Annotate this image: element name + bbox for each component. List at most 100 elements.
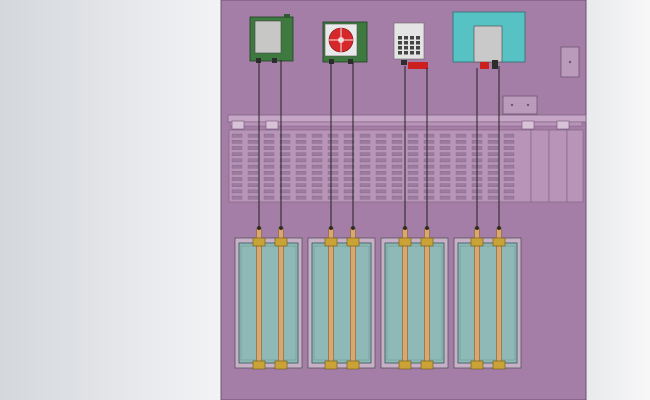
tank-3[interactable]: [380, 237, 449, 369]
keypad-key: [410, 46, 414, 50]
slot: [311, 158, 323, 163]
slot: [263, 177, 275, 181]
slot: [327, 195, 339, 200]
tank-4[interactable]: [453, 237, 522, 369]
slot: [359, 183, 371, 187]
keypad-unit[interactable]: [393, 22, 428, 69]
mounting-rail-lower: [229, 121, 583, 127]
slot: [231, 164, 243, 169]
keypad-key: [404, 41, 408, 45]
slot: [503, 183, 515, 187]
terminal-block[interactable]: [502, 95, 538, 115]
slot: [247, 189, 259, 194]
slot: [343, 152, 355, 156]
slot: [407, 164, 419, 169]
slot: [359, 152, 371, 156]
slot: [359, 189, 371, 194]
slot: [375, 177, 387, 181]
slot: [295, 146, 307, 150]
teal-power-supply[interactable]: [452, 11, 526, 69]
slot: [487, 171, 499, 175]
slot: [503, 158, 515, 163]
slot: [487, 158, 499, 163]
keypad-key: [404, 46, 408, 50]
slot: [503, 171, 515, 175]
green-controller-box[interactable]: [249, 14, 294, 63]
slot: [279, 177, 291, 181]
slot: [423, 164, 435, 169]
slot: [375, 140, 387, 144]
slot: [375, 164, 387, 169]
slot: [231, 195, 243, 200]
slot: [263, 195, 275, 200]
slot: [407, 140, 419, 144]
slot: [375, 195, 387, 200]
slot: [391, 146, 403, 150]
slot: [279, 189, 291, 194]
slot: [359, 195, 371, 200]
tank-2[interactable]: [307, 237, 376, 369]
heater-tube: [402, 227, 408, 369]
slot: [439, 171, 451, 175]
slot: [247, 133, 259, 138]
slot: [487, 195, 499, 200]
slot: [455, 152, 467, 156]
slot: [375, 133, 387, 138]
keypad-key: [398, 51, 402, 55]
slot: [231, 140, 243, 144]
slot: [423, 183, 435, 187]
heater-tube: [474, 227, 480, 369]
slot: [311, 189, 323, 194]
slot: [263, 140, 275, 144]
slot: [247, 171, 259, 175]
slot: [279, 195, 291, 200]
slot: [279, 164, 291, 169]
slot: [231, 158, 243, 163]
slot: [423, 152, 435, 156]
tank-inner-edge: [240, 245, 297, 361]
tank-inner-edge: [386, 245, 443, 361]
keypad-key: [404, 36, 408, 40]
keypad-key: [416, 46, 420, 50]
bottom-clamp: [252, 360, 266, 370]
top-clamp: [346, 237, 360, 247]
fan-unit[interactable]: [322, 21, 368, 64]
wire-terminal: [329, 226, 333, 230]
slot: [311, 177, 323, 181]
heater-tube: [496, 227, 502, 369]
slot: [263, 133, 275, 138]
slot: [503, 195, 515, 200]
slot: [295, 177, 307, 181]
slot: [295, 189, 307, 194]
tank-1[interactable]: [234, 237, 303, 369]
slot: [311, 164, 323, 169]
slot: [375, 158, 387, 163]
slot: [455, 158, 467, 163]
slot: [503, 189, 515, 194]
slot: [423, 195, 435, 200]
slot: [375, 152, 387, 156]
slot: [391, 195, 403, 200]
slot: [263, 164, 275, 169]
slot: [327, 158, 339, 163]
slot: [423, 177, 435, 181]
heater-tube: [424, 227, 430, 369]
slot: [455, 140, 467, 144]
slot: [455, 177, 467, 181]
slot: [343, 183, 355, 187]
slot: [279, 140, 291, 144]
slot: [311, 146, 323, 150]
bottom-clamp: [324, 360, 338, 370]
slot: [359, 158, 371, 163]
slot: [231, 183, 243, 187]
slot: [391, 133, 403, 138]
keypad-key: [410, 51, 414, 55]
slot: [439, 152, 451, 156]
bottom-clamp: [470, 360, 484, 370]
slot: [231, 189, 243, 194]
slot: [487, 133, 499, 138]
slot: [503, 152, 515, 156]
slot: [311, 183, 323, 187]
